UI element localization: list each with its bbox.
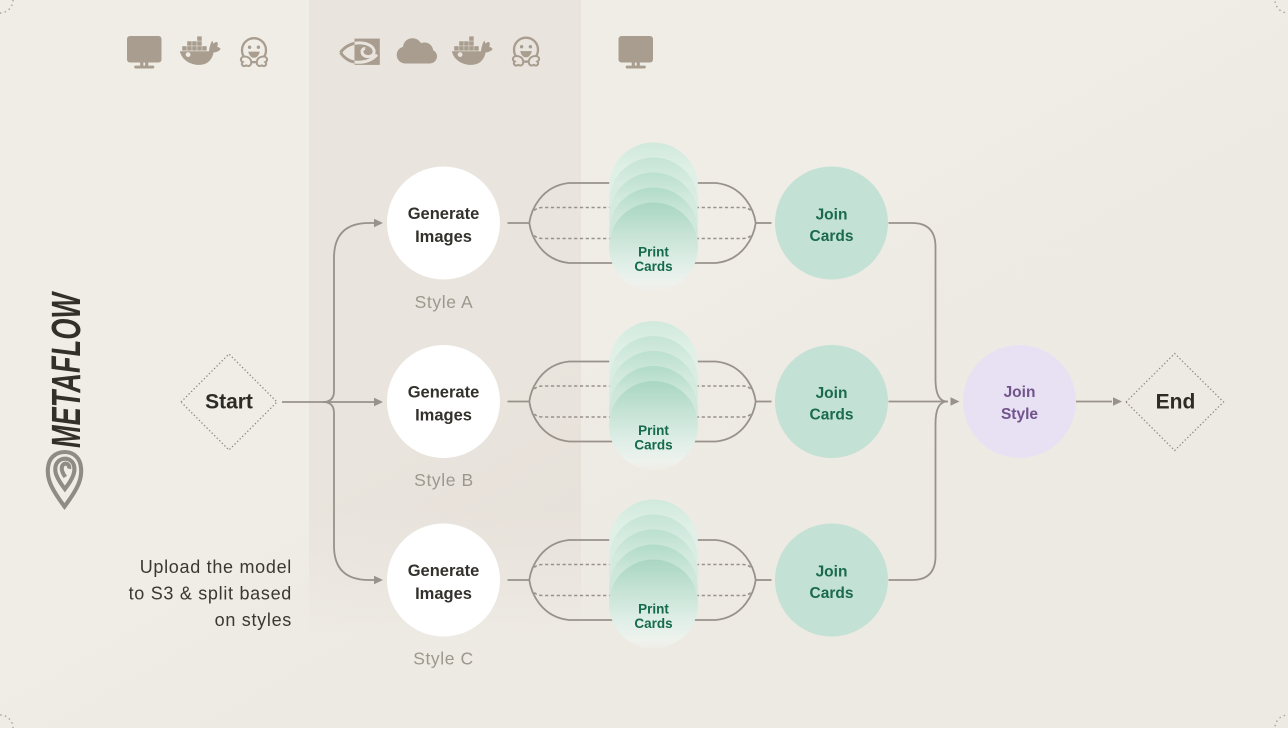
svg-text:Images: Images [415, 407, 472, 425]
svg-text:Print: Print [638, 245, 669, 260]
svg-text:Generate: Generate [408, 205, 480, 223]
svg-text:Cards: Cards [634, 438, 672, 453]
svg-text:Style A: Style A [415, 292, 474, 312]
svg-text:Join: Join [816, 564, 848, 581]
svg-text:Images: Images [415, 228, 472, 246]
svg-text:Style: Style [1001, 406, 1038, 423]
svg-text:Upload the model: Upload the model [140, 557, 292, 577]
svg-text:Cards: Cards [810, 228, 854, 245]
svg-text:Style C: Style C [413, 649, 474, 669]
svg-text:Print: Print [638, 423, 669, 438]
svg-text:End: End [1156, 391, 1196, 414]
svg-text:to S3 & split based: to S3 & split based [129, 584, 292, 604]
svg-text:Generate: Generate [408, 562, 480, 580]
svg-text:Start: Start [205, 391, 253, 414]
svg-text:Cards: Cards [810, 585, 854, 602]
svg-text:Style B: Style B [414, 470, 474, 490]
svg-text:on styles: on styles [215, 610, 292, 630]
svg-text:Join: Join [1004, 384, 1036, 401]
svg-text:Cards: Cards [634, 259, 672, 274]
svg-text:Print: Print [638, 602, 669, 617]
svg-text:Cards: Cards [810, 407, 854, 424]
svg-text:METAFLOW: METAFLOW [43, 291, 89, 448]
svg-text:Cards: Cards [634, 616, 672, 631]
svg-text:Join: Join [816, 385, 848, 402]
svg-text:Generate: Generate [408, 384, 480, 402]
svg-text:Join: Join [816, 207, 848, 224]
svg-text:Images: Images [415, 585, 472, 603]
